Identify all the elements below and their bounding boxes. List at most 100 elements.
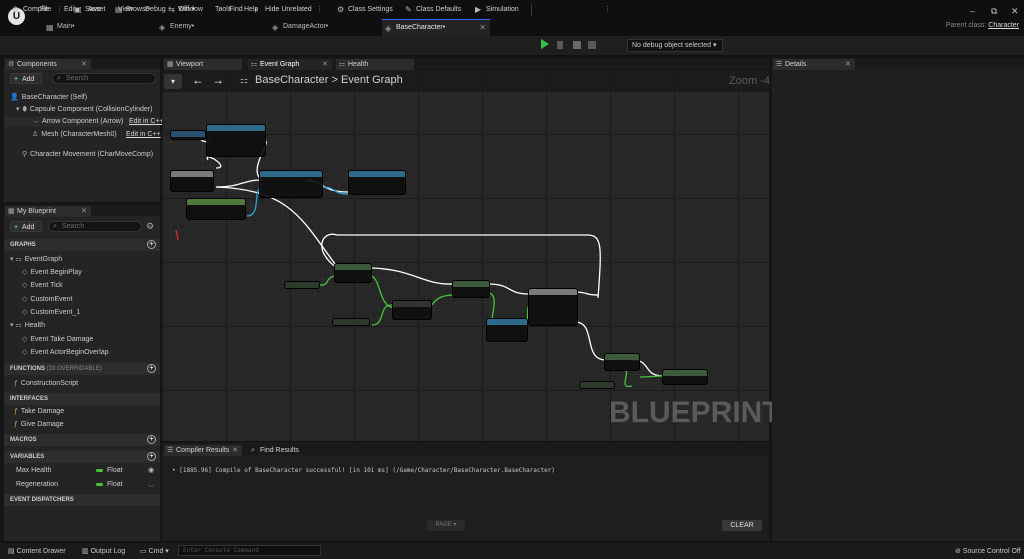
debug-object-select[interactable]: No debug object selected ▾ [627, 39, 723, 52]
menu-edit[interactable]: Edit [64, 6, 77, 13]
add-graph-icon[interactable]: + [147, 240, 156, 249]
pause-icon[interactable] [557, 41, 563, 49]
settings-gear-icon[interactable]: ⚙ [146, 221, 155, 231]
graph-node[interactable] [206, 124, 266, 157]
graph-node[interactable] [334, 263, 372, 283]
tab-health[interactable]: ⚏Health [336, 59, 414, 70]
event-take-damage[interactable]: ◇Event Take Damage [22, 335, 93, 345]
graph-menu-icon[interactable]: ▾ [164, 74, 182, 89]
close-tab-icon[interactable]: ✕ [81, 208, 87, 215]
tab-viewport[interactable]: ▦Viewport [164, 59, 242, 70]
custom-event-1[interactable]: ◇CustomEvent_1 [22, 308, 80, 318]
menu-tools[interactable]: Tools [215, 6, 232, 13]
close-tab-icon[interactable]: ✕ [845, 61, 851, 68]
graph-node[interactable] [332, 318, 370, 326]
close-tab-icon[interactable]: ✕ [322, 61, 328, 68]
more-options-icon[interactable]: ⋮ [316, 6, 323, 13]
add-component-button[interactable]: +Add [10, 73, 42, 84]
graph-node[interactable] [259, 170, 323, 198]
play-icon[interactable] [541, 39, 549, 49]
component-mesh[interactable]: ♙Mesh (CharacterMesh0)Edit in C++ [4, 130, 161, 140]
interfaces-section[interactable]: INTERFACES [4, 393, 160, 405]
doc-tab-enemy[interactable]: ◈ Enemy• [156, 19, 266, 36]
add-variable-icon[interactable]: + [147, 452, 156, 461]
graph-node[interactable] [284, 281, 320, 289]
graph-node[interactable] [604, 353, 640, 371]
graph-health[interactable]: ▾ ⚏Health [10, 321, 45, 331]
component-arrow[interactable]: →Arrow Component (Arrow)Edit in C++ [4, 117, 164, 127]
forward-arrow-icon[interactable]: → [212, 73, 224, 87]
doc-tab-base-character[interactable]: ◈ BaseCharacter• ✕ [382, 19, 490, 36]
component-movement[interactable]: ⚲Character Movement (CharMoveComp) [22, 150, 153, 160]
menu-file[interactable]: File [40, 6, 52, 13]
menu-window[interactable]: Window [178, 6, 203, 13]
tab-find-results[interactable]: ⌕Find Results [248, 445, 308, 456]
eject-icon[interactable] [588, 41, 596, 49]
close-tab-icon[interactable]: ✕ [232, 447, 238, 454]
diff-button[interactable]: ⇆Diff ▾ [168, 5, 195, 14]
component-capsule[interactable]: ▾⬮Capsule Component (CollisionCylinder) [16, 105, 152, 115]
component-self[interactable]: 👤BaseCharacter (Self) [10, 93, 87, 103]
graph-node[interactable] [170, 170, 214, 192]
console-command-input[interactable]: Enter Console Command [178, 545, 321, 556]
graph-event-graph[interactable]: ▾ ⚏EventGraph [10, 255, 62, 265]
tab-components[interactable]: ⚙ Components ✕ [5, 59, 91, 70]
stop-icon[interactable] [573, 41, 581, 49]
event-begin-play[interactable]: ◇Event BeginPlay [22, 268, 82, 278]
graphs-section[interactable]: GRAPHS+ [4, 239, 160, 251]
breadcrumb-root[interactable]: BaseCharacter [255, 74, 329, 86]
visibility-hidden-icon[interactable]: ◡ [148, 481, 155, 488]
close-window-icon[interactable]: ✕ [1011, 6, 1019, 16]
hide-unrelated-button[interactable]: ◐Hide Unrelated [254, 4, 312, 16]
graph-node[interactable] [579, 381, 615, 389]
variables-section[interactable]: VARIABLES+ [4, 451, 160, 463]
source-control-button[interactable]: ⊘ Source Control Off [955, 547, 1021, 555]
restore-icon[interactable]: ⧉ [991, 6, 998, 16]
edit-in-cpp-link[interactable]: Edit in C++ [129, 118, 164, 125]
back-arrow-icon[interactable]: ← [192, 73, 204, 87]
event-actor-begin-overlap[interactable]: ◇Event ActorBeginOverlap [22, 348, 109, 358]
custom-event[interactable]: ◇CustomEvent [22, 295, 72, 305]
event-dispatchers-section[interactable]: EVENT DISPATCHERS [4, 494, 160, 506]
graph-node[interactable] [528, 288, 578, 326]
event-tick[interactable]: ◇Event Tick [22, 281, 63, 291]
save-button[interactable]: ▣Save [74, 4, 101, 16]
graph-node[interactable] [452, 280, 490, 298]
my-blueprint-search-input[interactable]: ⌕Search [48, 221, 142, 232]
parent-class-link[interactable]: Character [988, 22, 1019, 29]
graph-node[interactable] [348, 170, 406, 195]
add-blueprint-item-button[interactable]: +Add [10, 221, 42, 232]
add-function-icon[interactable]: + [147, 364, 156, 373]
graph-node[interactable] [392, 300, 432, 320]
page-button[interactable]: PAGE ▾ [427, 520, 465, 531]
menu-debug[interactable]: Debug [145, 6, 166, 13]
close-tab-icon[interactable]: ✕ [479, 23, 486, 32]
find-button[interactable]: ⌕Find [218, 4, 243, 16]
edit-in-cpp-link[interactable]: Edit in C++ [126, 131, 161, 138]
add-macro-icon[interactable]: + [147, 435, 156, 444]
class-defaults-button[interactable]: ✎Class Defaults [405, 4, 461, 16]
unreal-logo-icon[interactable]: U [8, 8, 25, 25]
graph-node[interactable] [170, 130, 206, 140]
clear-button[interactable]: CLEAR [722, 520, 762, 531]
doc-tab-damage-actor[interactable]: ◈ DamageActor• [269, 19, 379, 36]
browse-button[interactable]: ▤Browse [115, 4, 149, 16]
tab-event-graph[interactable]: ⚏Event Graph✕ [248, 59, 332, 70]
tab-details[interactable]: ☰Details✕ [773, 59, 855, 70]
doc-tab-main[interactable]: ▦ Main• [43, 19, 153, 36]
menu-view[interactable]: View [118, 6, 134, 13]
compile-button[interactable]: ⚙Compile [12, 4, 49, 16]
minimize-icon[interactable]: – [970, 6, 976, 16]
functions-section[interactable]: FUNCTIONS (33 OVERRIDABLE)+ [4, 363, 160, 375]
play-options-icon[interactable]: ⋮ [604, 6, 611, 13]
menu-asset[interactable]: Asset [88, 6, 106, 13]
content-drawer-button[interactable]: ▤ Content Drawer [8, 547, 66, 555]
macros-section[interactable]: MACROS+ [4, 434, 160, 446]
graph-node[interactable] [486, 318, 528, 342]
graph-node[interactable] [662, 369, 708, 385]
